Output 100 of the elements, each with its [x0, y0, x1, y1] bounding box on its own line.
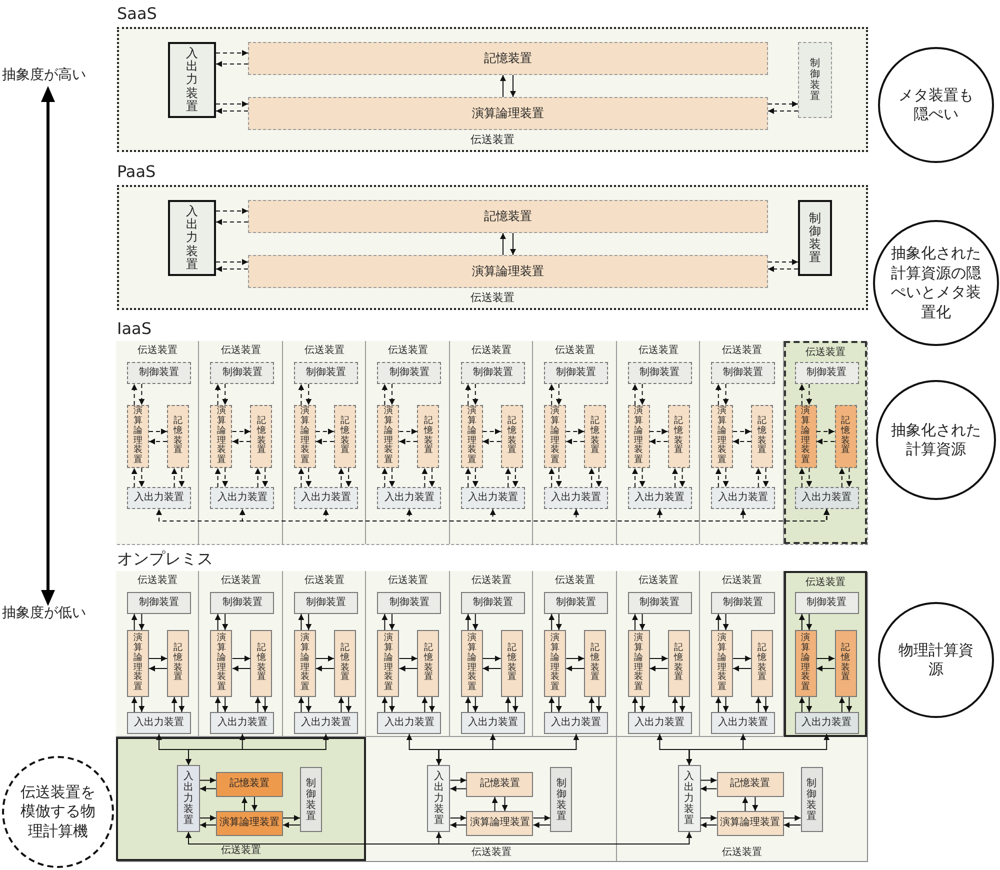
unit-box: 記憶装置 — [417, 630, 440, 697]
arrow — [512, 696, 518, 712]
arrow — [465, 696, 472, 712]
arrow — [556, 384, 562, 406]
arrow — [846, 696, 852, 712]
unit-box: 入出力装置 — [294, 487, 358, 509]
arrow — [222, 468, 228, 488]
arrow — [566, 438, 585, 444]
arrow — [632, 384, 638, 406]
arrow — [715, 384, 722, 406]
arrow — [232, 656, 251, 662]
arrow — [148, 438, 168, 444]
arrow — [722, 614, 729, 630]
unit-box: 演算論理装置 — [377, 630, 400, 697]
bus-label: 伝送装置 — [304, 344, 346, 357]
arrow — [806, 468, 812, 488]
arrow — [762, 696, 769, 712]
arrow — [422, 696, 428, 712]
arrow — [838, 468, 845, 488]
unit-box: 入出力装置 — [168, 200, 216, 276]
bus-label: 伝送装置 — [637, 574, 680, 587]
arrow — [762, 468, 769, 488]
arrow — [752, 796, 758, 812]
arrow — [755, 696, 762, 712]
unit-box: 演算論理装置 — [466, 811, 534, 836]
arrow — [472, 614, 478, 630]
arrow — [566, 428, 585, 434]
bus-label: 伝送装置 — [136, 344, 179, 357]
arrow — [700, 815, 718, 821]
arrow — [632, 614, 638, 630]
arrow — [465, 614, 472, 630]
callout-circle: 物理計算資源 — [878, 602, 994, 718]
arrow — [216, 208, 248, 214]
bus-label: 伝送装置 — [804, 576, 846, 589]
arrow — [732, 666, 752, 672]
unit-box: 入出力装置 — [460, 712, 525, 734]
arrow — [200, 822, 216, 828]
unit-box: 入出力装置 — [544, 487, 608, 509]
arrow — [465, 384, 472, 406]
arrow — [389, 468, 395, 488]
arrow — [632, 696, 638, 712]
unit-box: 入出力装置 — [377, 487, 442, 509]
unit-box: 入出力装置 — [628, 712, 692, 734]
unit-box: 入出力装置 — [210, 712, 274, 734]
arrow — [232, 428, 251, 434]
arrow — [556, 468, 562, 488]
arrow — [732, 656, 752, 662]
arrow — [715, 696, 722, 712]
unit-box: 記憶装置 — [466, 772, 534, 797]
arrow — [306, 614, 312, 630]
arrow — [556, 696, 562, 712]
unit-box: 演算論理装置 — [711, 630, 734, 697]
arrow — [816, 428, 836, 434]
unit-box: 入出力装置 — [177, 765, 200, 832]
unit-box: 制御装置 — [550, 767, 572, 832]
arrow — [298, 614, 304, 630]
arrow — [436, 734, 580, 766]
arrow — [178, 696, 185, 712]
bus-label: 伝送装置 — [220, 344, 262, 357]
unit-box: 演算論理装置 — [248, 255, 768, 288]
arrow — [216, 50, 248, 56]
arrow — [798, 384, 805, 406]
arrow — [429, 696, 435, 712]
arrow — [588, 696, 595, 712]
unit-box: 演算論理装置 — [460, 630, 483, 697]
unit-box: 記憶装置 — [751, 405, 774, 468]
arrow — [450, 777, 467, 784]
bus-label: 伝送装置 — [720, 846, 763, 859]
arrow — [315, 666, 334, 672]
arrow — [465, 468, 472, 488]
arrow — [389, 696, 395, 712]
arrow — [588, 468, 595, 488]
unit-box: 記憶装置 — [584, 630, 606, 697]
bus-label: 伝送装置 — [136, 574, 179, 587]
arrow — [232, 666, 251, 672]
arrow — [222, 696, 228, 712]
arrow — [596, 696, 602, 712]
arrow — [450, 815, 467, 821]
arrow — [505, 696, 512, 712]
arrow — [798, 696, 805, 712]
arrow — [186, 832, 692, 844]
axis-label: 抽象度が低い — [2, 604, 86, 622]
arrow — [649, 438, 668, 444]
arrow — [382, 614, 388, 630]
unit-box: 記憶装置 — [250, 405, 272, 468]
arrow — [346, 468, 352, 488]
unit-box: 演算論理装置 — [294, 405, 316, 468]
arrow — [222, 384, 228, 406]
arrow — [389, 614, 395, 630]
arrow — [315, 438, 334, 444]
unit-box: 入出力装置 — [427, 765, 450, 832]
section-title: IaaS — [117, 318, 152, 340]
arrow — [171, 468, 178, 488]
unit-box: 制御装置 — [210, 362, 274, 384]
unit-box: 制御装置 — [628, 362, 692, 384]
arrow — [700, 777, 718, 784]
arrow — [816, 438, 836, 444]
unit-box: 記憶装置 — [668, 630, 690, 697]
arrow — [252, 796, 258, 812]
arrow — [722, 468, 729, 488]
